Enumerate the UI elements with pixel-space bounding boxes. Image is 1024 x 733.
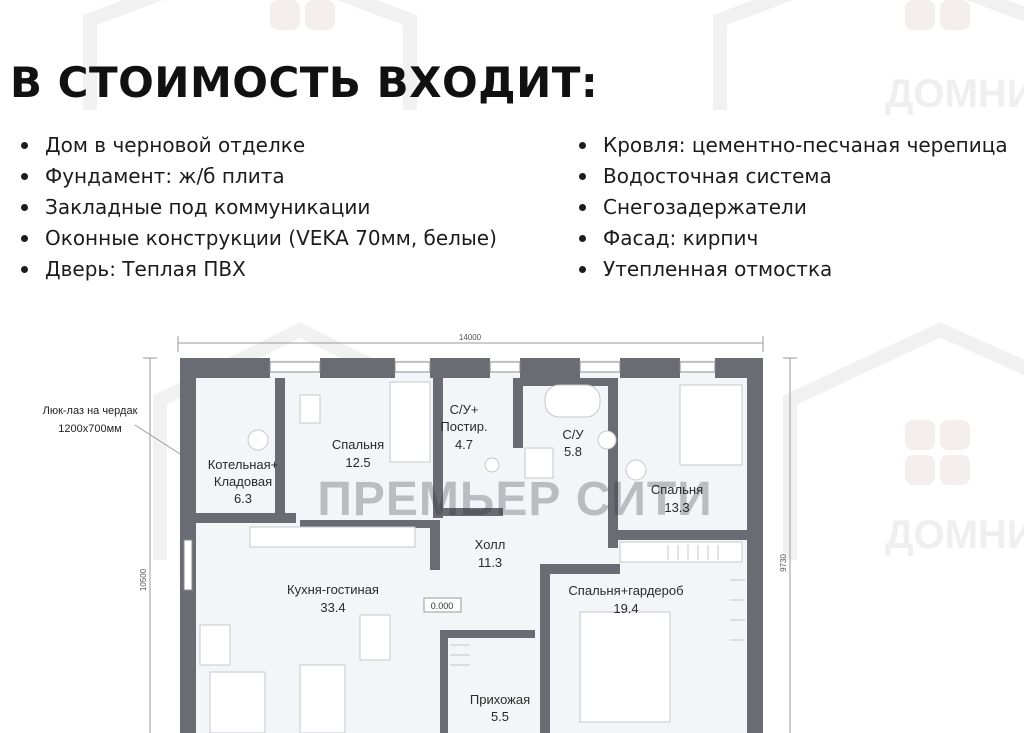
room-bath2-area: 5.8 [564,444,582,459]
room-bath1-line1: С/У+ [450,402,479,417]
dimension-lines [134,336,797,733]
room-boiler-line1: Котельная+ [208,457,279,472]
page-title: В СТОИМОСТЬ ВХОДИТ: [10,58,599,107]
room-entry-area: 5.5 [491,709,509,724]
room-boiler-line2: Кладовая [214,474,272,489]
list-item: Закладные под коммуникации [21,192,497,223]
room-hall-name: Холл [475,537,506,552]
room-bath2-name: С/У [562,427,584,442]
hatch-label-line1: Люк-лаз на чердак [43,405,138,417]
level-mark: 0.000 [431,601,454,611]
list-item: Фасад: кирпич [579,223,1008,254]
list-item: Снегозадержатели [579,192,1008,223]
room-hall-area: 11.3 [478,555,502,570]
watermark-side-top: ДОМНИ [885,72,1024,116]
room-kitchen-name: Кухня-гостиная [287,582,379,597]
room-bedroom3-name: Спальня+гардероб [568,583,683,598]
interior-walls [196,378,747,733]
list-item: Дом в черновой отделке [21,130,497,161]
room-bath1-line2: Постир. [440,419,487,434]
list-item: Оконные конструкции (VEKA 70мм, белые) [21,223,497,254]
room-bath1-area: 4.7 [455,437,473,452]
watermark-side-bottom: ДОМНИ [885,513,1024,557]
list-item: Фундамент: ж/б плита [21,161,497,192]
included-list-left: Дом в черновой отделке Фундамент: ж/б пл… [21,130,497,285]
level-mark-box [423,597,462,613]
room-bedroom2-area: 13.3 [664,500,689,515]
room-entry-name: Прихожая [470,692,530,707]
included-list-right: Кровля: цементно-песчаная черепица Водос… [579,130,1008,285]
dimension-width: 14000 [459,333,482,342]
room-boiler-area: 6.3 [234,491,252,506]
hatch-label-line2: 1200х700мм [58,423,121,435]
furniture [199,381,743,733]
dimension-height-left: 10500 [139,568,148,591]
list-item: Дверь: Теплая ПВХ [21,254,497,285]
dimension-height-right: 9730 [779,554,788,572]
watermark-brand: ПРЕМЬЕР СИТИ [317,473,712,526]
room-bedroom2-name: Спальня [651,482,703,497]
room-kitchen-area: 33.4 [320,600,345,615]
room-bedroom1-name: Спальня [332,437,384,452]
list-item: Кровля: цементно-песчаная черепица [579,130,1008,161]
room-bedroom3-area: 19.4 [613,601,638,616]
room-bedroom1-area: 12.5 [345,455,370,470]
list-item: Водосточная система [579,161,1008,192]
list-item: Утепленная отмостка [579,254,1008,285]
